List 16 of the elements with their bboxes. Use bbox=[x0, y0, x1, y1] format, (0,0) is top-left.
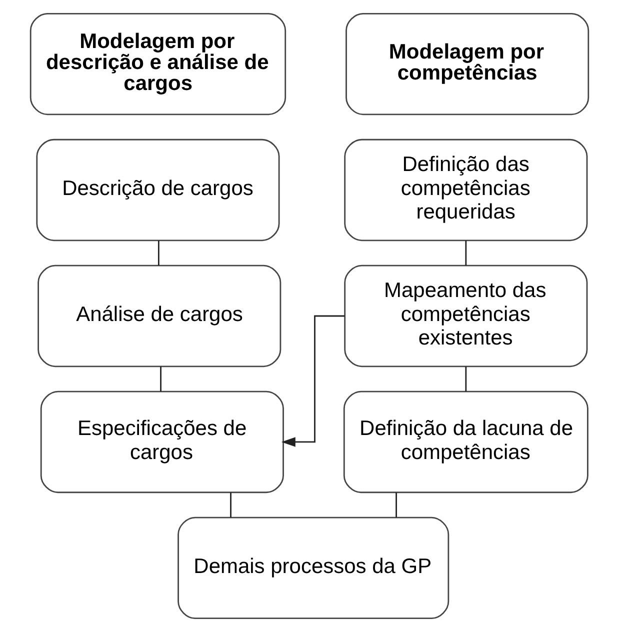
node-box: Definição da lacuna de competências bbox=[343, 390, 588, 494]
node-box: Especificações de cargos bbox=[40, 390, 284, 494]
node-box: Descrição de cargos bbox=[36, 138, 280, 242]
arrow bbox=[281, 315, 345, 447]
connector bbox=[465, 240, 467, 266]
node-box: Modelagem por descrição e análise de cargos bbox=[30, 12, 286, 116]
connector bbox=[158, 240, 160, 266]
node-box: Demais processos da GP bbox=[178, 516, 450, 620]
connector bbox=[230, 492, 232, 518]
connector bbox=[465, 366, 467, 392]
node-box: Mapeamento das competências existentes bbox=[344, 264, 588, 368]
node-box: Modelagem por competências bbox=[346, 12, 590, 116]
connector bbox=[396, 492, 397, 518]
node-box: Análise de cargos bbox=[38, 264, 282, 368]
node-box: Definição das competências requeridas bbox=[344, 138, 588, 242]
connector bbox=[160, 366, 162, 392]
